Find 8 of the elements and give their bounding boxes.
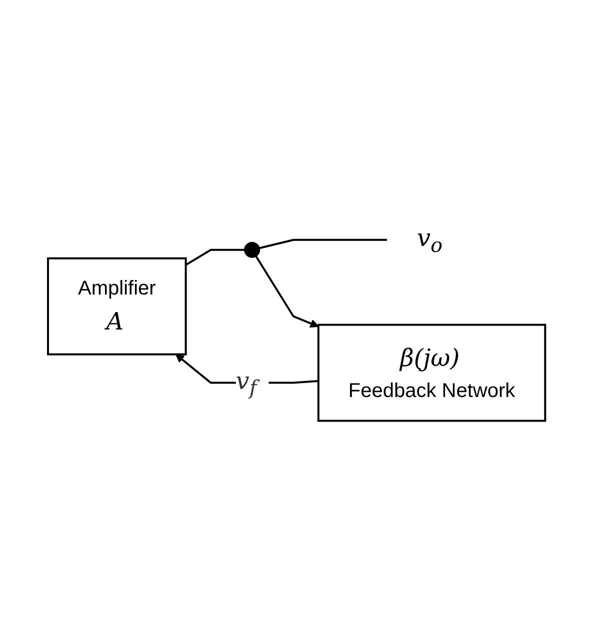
connector bbox=[260, 239, 388, 250]
connector bbox=[186, 249, 246, 266]
node-circle bbox=[244, 242, 261, 258]
node-box: β(jω) Feedback Network bbox=[318, 324, 547, 422]
edge-label: v$_{f}$ bbox=[236, 366, 258, 400]
node-box: Amplifier A bbox=[47, 257, 188, 356]
node-text: v$_{o}$ bbox=[417, 224, 444, 257]
arrow bbox=[256, 256, 320, 328]
